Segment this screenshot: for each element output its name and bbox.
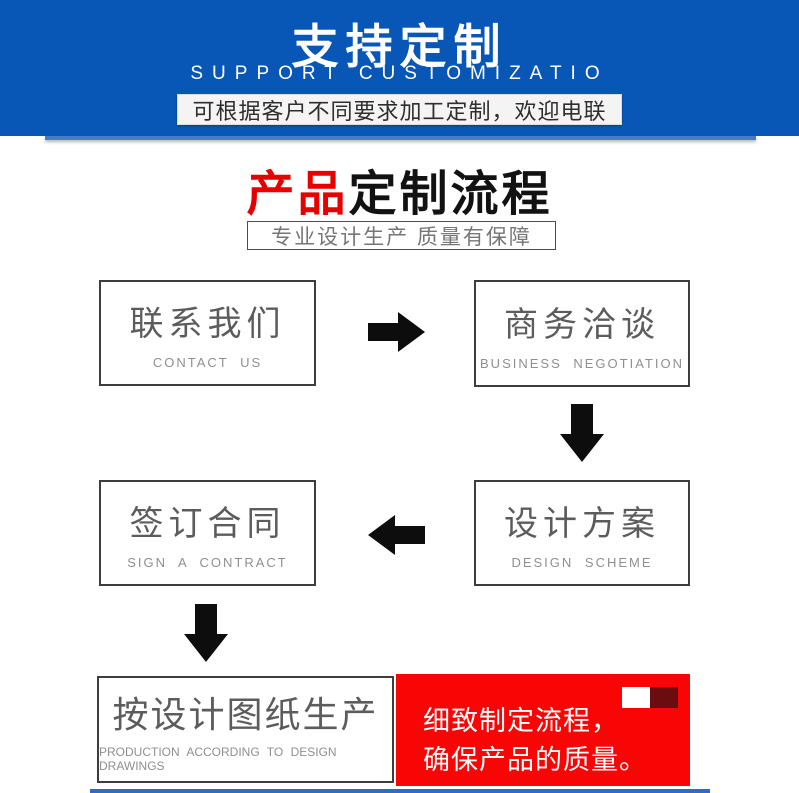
next-section-top-edge [90,789,710,793]
section-title: 产品定制流程 [0,154,799,224]
arrow-down-icon [184,604,228,662]
flow-step-cn-label: 联系我们 [129,305,286,343]
flow-step-sign-contract: 签订合同 SIGN A CONTRACT [99,480,316,586]
arrow-down-icon [560,404,604,462]
flow-step-en-label: SIGN A CONTRACT [127,555,288,570]
flow-step-cn-label: 设计方案 [504,505,660,543]
banner-title-cn: 支持定制 [291,20,508,73]
quality-note-line1: 细致制定流程， [423,706,619,736]
flow-step-cn-label: 商务洽谈 [504,305,660,344]
arrow-right-icon [368,312,425,352]
quality-note-line2: 确保产品的质量。 [423,745,647,775]
flow-step-cn-label: 按设计图纸生产 [112,694,379,735]
flow-step-production: 按设计图纸生产 PRODUCTION ACCORDING TO DESIGN D… [97,676,394,783]
banner-bottom-edge [45,136,756,140]
quality-note-box: 细致制定流程， 确保产品的质量。 [396,674,690,786]
arrow-left-icon [368,515,425,555]
flow-step-cn-label: 签订合同 [129,505,286,543]
flow-step-design-scheme: 设计方案 DESIGN SCHEME [474,480,690,586]
section-title-black-part: 定制流程 [348,168,553,221]
flow-step-en-label: PRODUCTION ACCORDING TO DESIGN DRAWINGS [99,745,337,773]
flow-step-business-negotiation: 商务洽谈 BUSINESS NEGOTIATION [474,280,690,387]
section-title-red-part: 产品 [246,168,349,221]
flow-step-contact-us: 联系我们 CONTACT US [99,280,316,386]
section-subtitle: 专业设计生产 质量有保障 [247,221,556,250]
decor-squares [622,687,678,708]
banner-note: 可根据客户不同要求加工定制，欢迎电联 [177,94,622,125]
flow-step-en-label: BUSINESS NEGOTIATION [480,355,684,371]
decor-square-darkred [650,687,678,708]
banner: 支持定制 SUPPORT CUSTOMIZATIO 可根据客户不同要求加工定制，… [0,0,799,136]
banner-title-en: SUPPORT CUSTOMIZATIO [190,63,609,84]
flow-step-en-label: DESIGN SCHEME [511,555,653,570]
decor-square-white [622,687,650,708]
flow-step-en-label: CONTACT US [152,355,263,370]
